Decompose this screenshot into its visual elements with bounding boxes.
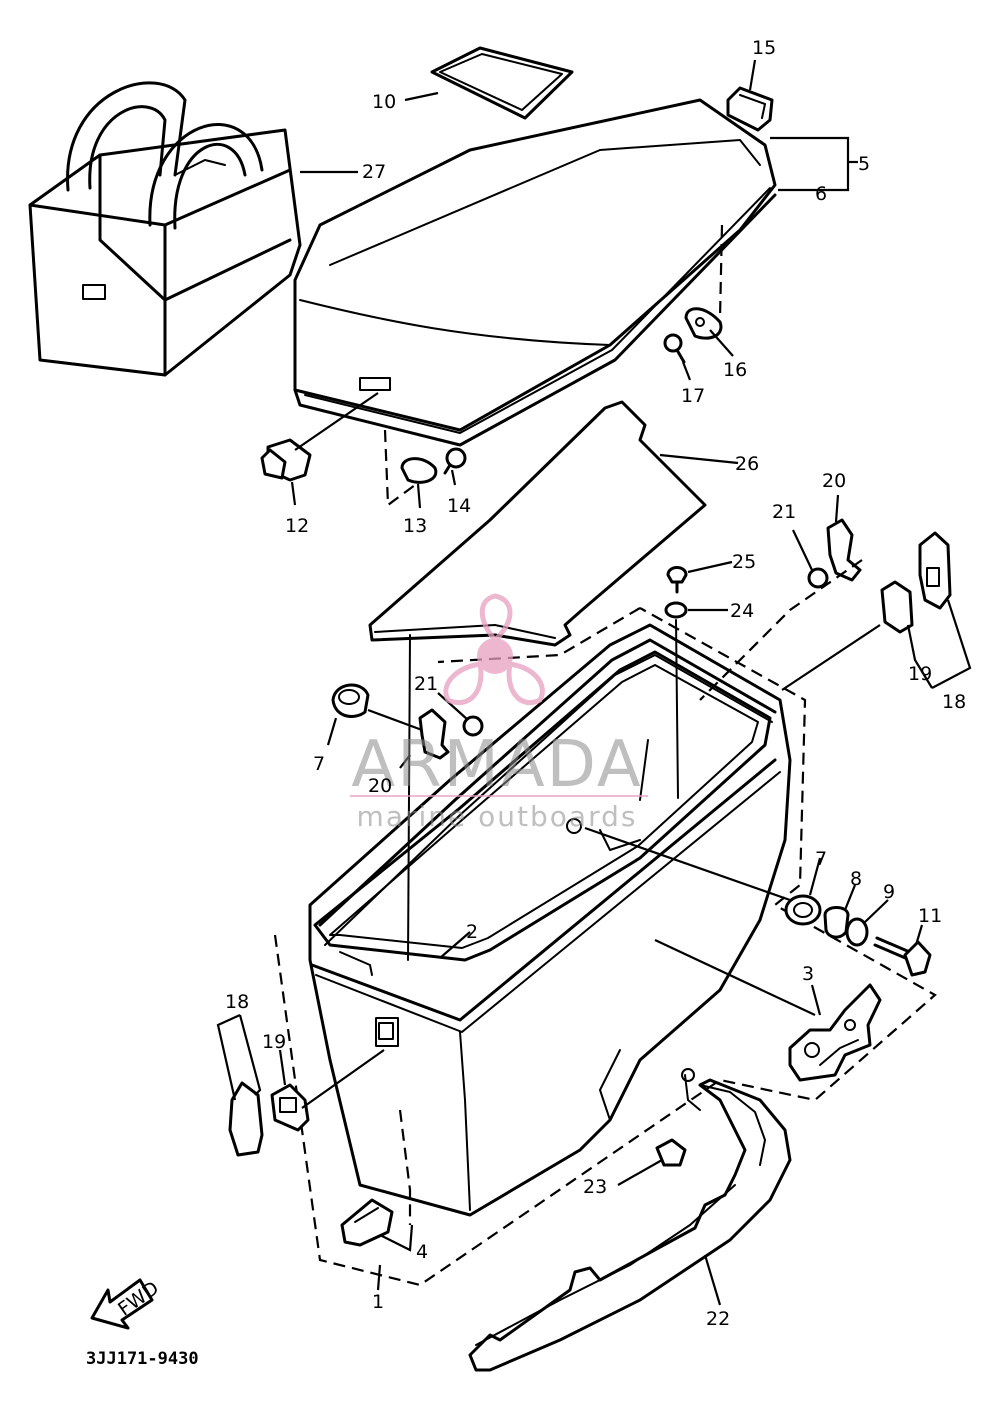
label-24: 24 [730, 600, 754, 622]
part-25-bolt [666, 566, 688, 594]
part-6-lid [293, 98, 777, 447]
part-24-washer [664, 601, 688, 619]
label-18-upper: 18 [942, 691, 966, 713]
label-21-left: 21 [414, 673, 438, 695]
label-7-left: 7 [313, 753, 325, 775]
watermark-title: ARMADA [351, 728, 642, 802]
label-9: 9 [883, 881, 895, 903]
label-19-lower: 19 [262, 1031, 286, 1053]
label-15: 15 [752, 37, 776, 59]
label-22: 22 [706, 1308, 730, 1330]
part-20-bracket-left [418, 708, 450, 760]
part-14-screw [443, 447, 467, 475]
watermark-subtitle: marine outboards [357, 800, 638, 833]
label-21-upper: 21 [772, 501, 796, 523]
watermark: ARMADA marine outboards [350, 593, 648, 833]
label-27: 27 [362, 161, 386, 183]
label-4: 4 [416, 1241, 428, 1263]
part-1-case-body [308, 619, 792, 1217]
part-23-clip [655, 1138, 687, 1167]
fwd-label: FWD [114, 1277, 163, 1320]
label-6: 6 [815, 183, 827, 205]
label-10: 10 [372, 91, 396, 113]
part-21-nut-left [462, 715, 484, 737]
label-11: 11 [918, 905, 942, 927]
part-8-spacer [823, 906, 850, 939]
propeller-logo [443, 593, 545, 705]
drawing-code: 3JJ171-9430 [86, 1349, 199, 1369]
part-9-washer [845, 917, 869, 947]
label-12: 12 [285, 515, 309, 537]
part-7-grommet-right [784, 894, 822, 926]
label-26: 26 [735, 453, 759, 475]
part-11-bolt [873, 936, 932, 977]
leader-lines [216, 59, 972, 1306]
label-16: 16 [723, 359, 747, 381]
part-13-bracket [400, 457, 438, 484]
label-18-lower: 18 [225, 991, 249, 1013]
label-17: 17 [681, 385, 705, 407]
label-1: 1 [372, 1291, 384, 1313]
label-20-left: 20 [368, 775, 392, 797]
part-18-lock-upper [918, 531, 952, 610]
part-12-hinge [260, 438, 312, 482]
part-labels: 1 2 3 4 5 6 7 7 8 9 10 11 12 13 14 15 16… [86, 37, 966, 1369]
fwd-arrow-icon: FWD [90, 1277, 163, 1330]
part-22-protector [468, 1068, 792, 1372]
part-20-bracket-upper [826, 518, 862, 582]
label-25: 25 [732, 551, 756, 573]
part-19-plate-upper [880, 580, 914, 634]
part-16-bracket [684, 307, 723, 340]
part-10-emblem [430, 46, 574, 120]
part-2-seal [313, 650, 772, 976]
label-20-upper: 20 [822, 470, 846, 492]
label-2: 2 [466, 921, 478, 943]
part-3-lock-plate [788, 983, 882, 1082]
part-27-inner-bag [28, 81, 302, 377]
label-13: 13 [403, 515, 427, 537]
part-19-plate-lower [270, 1083, 310, 1132]
label-8: 8 [850, 868, 862, 890]
part-21-nut-upper [807, 567, 829, 589]
part-15-clip [726, 86, 774, 132]
part-26-mat [368, 400, 707, 647]
label-5: 5 [858, 153, 870, 175]
label-14: 14 [447, 495, 471, 517]
part-7-grommet-left [331, 683, 370, 718]
label-19-upper: 19 [908, 663, 932, 685]
part-18-lock-lower [228, 1081, 264, 1157]
part-17-screw [663, 333, 686, 364]
label-3: 3 [802, 963, 814, 985]
label-7-right: 7 [815, 848, 827, 870]
label-23: 23 [583, 1176, 607, 1198]
part-4-foot [340, 1198, 394, 1247]
